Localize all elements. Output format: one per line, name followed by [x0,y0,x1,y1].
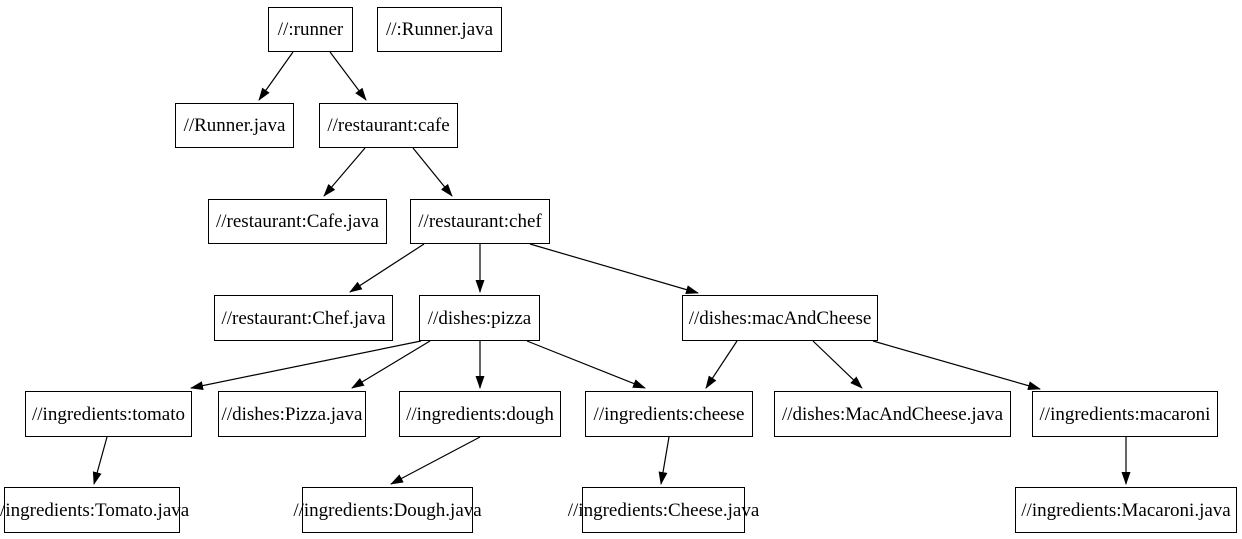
graph-node-pizza: //dishes:pizza [419,295,540,341]
graph-edge-pizza-to-pizza-java [351,340,431,389]
graph-node-macaroni-java: //ingredients:Macaroni.java [1015,487,1237,533]
graph-edge-mac-and-cheese-to-cheese [705,340,738,389]
graph-edge-mac-and-cheese-to-mac-and-cheese-java [812,340,863,389]
graph-edge-mac-and-cheese-to-macaroni [872,340,1041,391]
graph-edge-cafe-to-cafe-java [323,147,366,197]
graph-node-cheese-java: //ingredients:Cheese.java [568,487,759,533]
graph-node-dough-java: //ingredients:Dough.java [293,487,482,533]
graph-edge-pizza-to-cheese [526,340,646,389]
graph-node-mac-and-cheese-java: //dishes:MacAndCheese.java [774,391,1011,437]
graph-node-pizza-java: //dishes:Pizza.java [218,391,366,437]
graph-node-runner: //:runner [268,7,353,52]
graph-edge-chef-to-mac-and-cheese [529,243,699,294]
graph-node-runner-java-src: //:Runner.java [377,7,502,52]
graph-edge-runner-to-runner-java [258,51,294,101]
graph-node-cafe-java: //restaurant:Cafe.java [208,199,387,244]
graph-edge-cafe-to-chef [412,147,453,197]
graph-node-tomato: //ingredients:tomato [25,391,192,437]
graph-edge-cheese-to-cheese-java [658,436,670,485]
graph-edge-dough-to-dough-java [390,436,481,485]
graph-node-cafe: //restaurant:cafe [319,103,458,148]
graph-edge-tomato-to-tomato-java [92,436,108,485]
graph-node-runner-java: //Runner.java [175,103,294,148]
graph-edge-pizza-to-tomato [190,340,422,391]
graph-node-dough: //ingredients:dough [399,391,561,437]
graph-node-macaroni: //ingredients:macaroni [1032,391,1218,437]
graph-edge-runner-to-cafe [329,51,367,101]
graph-node-chef-java: //restaurant:Chef.java [214,295,393,341]
graph-edge-chef-to-chef-java [349,243,425,293]
graph-node-chef: //restaurant:chef [410,199,550,244]
graph-node-mac-and-cheese: //dishes:macAndCheese [682,295,878,341]
graph-node-tomato-java: //ingredients:Tomato.java [0,487,189,533]
graph-node-cheese: //ingredients:cheese [585,391,753,437]
